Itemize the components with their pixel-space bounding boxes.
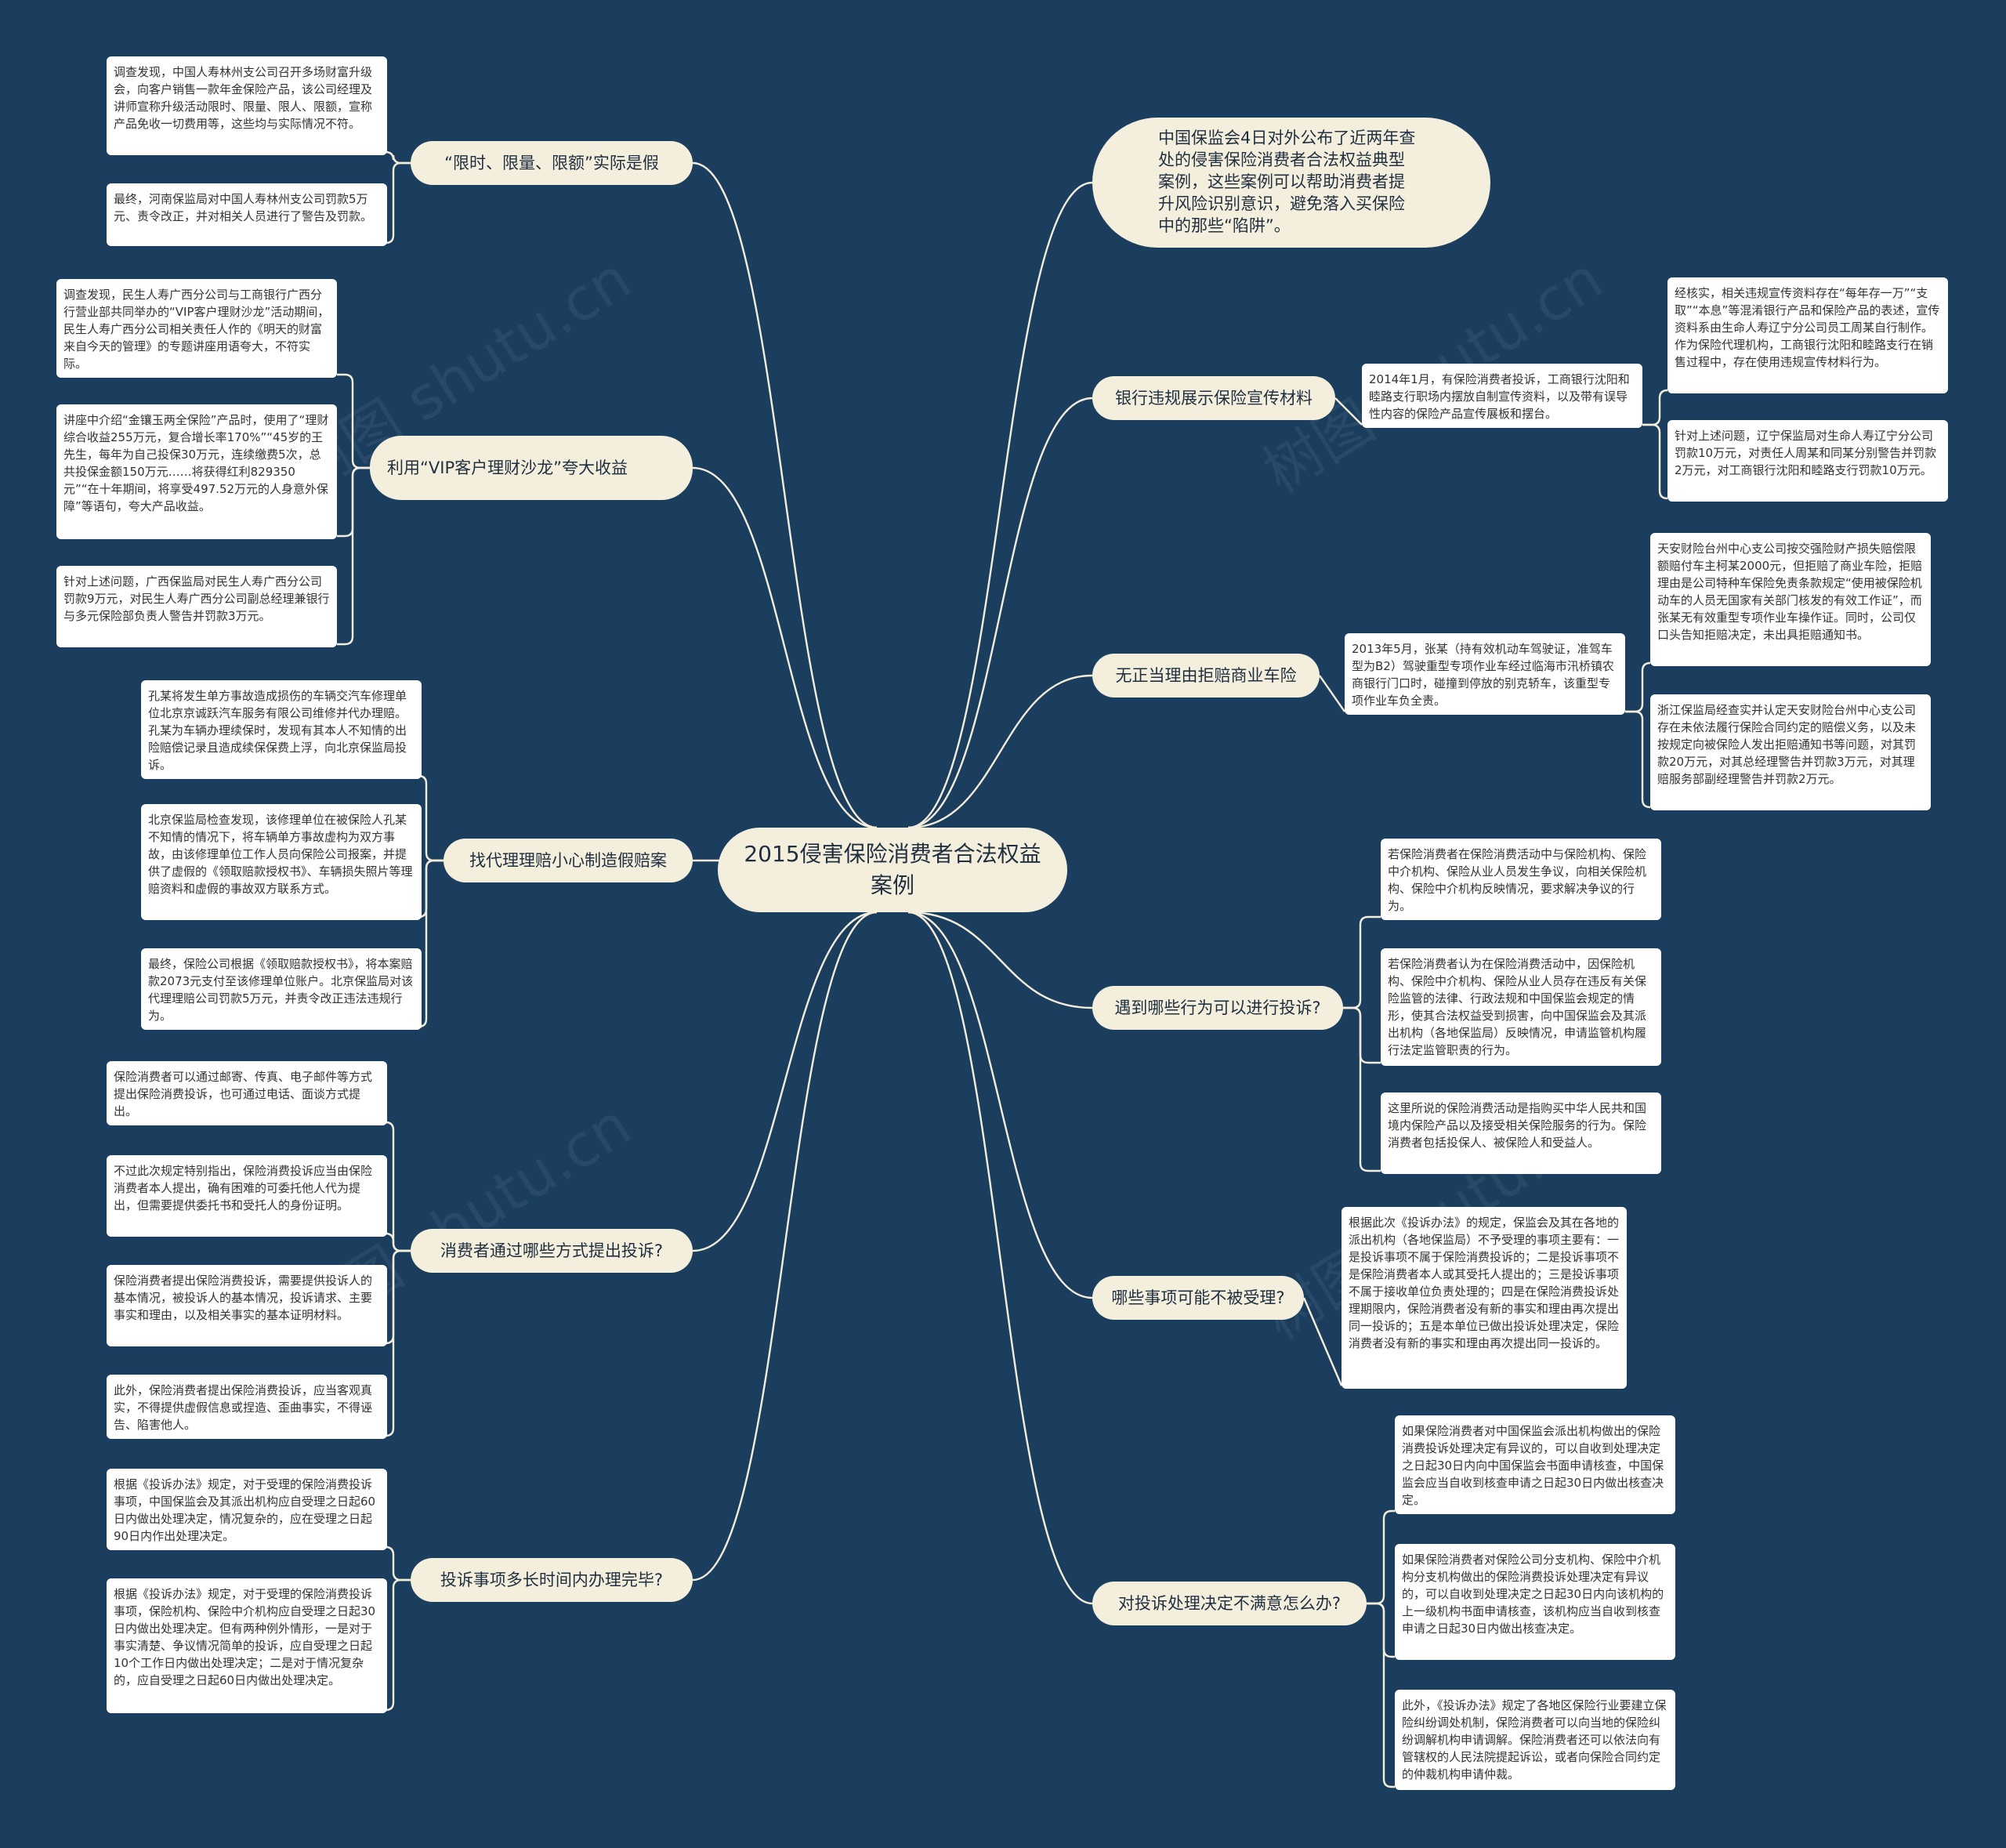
connector-line — [385, 1578, 411, 1712]
connector-line — [1343, 1006, 1381, 1064]
connector-line — [692, 911, 878, 1252]
leaf-vip-salon-1: 调查发现，民生人寿广西分公司与工商银行广西分行营业部共同举办的“VIP客户理财沙… — [56, 279, 337, 378]
leaf-fake-claim-1: 孔某将发生单方事故造成损伤的车辆交汽车修理单位北京京诚跃汽车服务有限公司维修并代… — [141, 680, 422, 779]
leaf-bank-materials-2: 针对上述问题，辽宁保监局对生命人寿辽宁分公司罚款10万元，对责任人周某和同某分别… — [1667, 420, 1948, 502]
leaf-refuse-claim-2: 浙江保监局经查实并认定天安财险台州中心支公司存在未依法履行保险合同约定的赔偿义务… — [1650, 694, 1931, 810]
connector-line — [385, 161, 411, 245]
connector-line — [907, 397, 1093, 829]
connector-line — [1367, 1509, 1395, 1605]
connector-line — [692, 911, 878, 1582]
connector-line — [1642, 389, 1668, 426]
connector-line — [1334, 397, 1363, 426]
connector-line — [418, 859, 444, 1028]
connector-line — [1319, 675, 1345, 712]
connector-line — [1302, 1297, 1343, 1386]
leaf-complaint-methods-4: 此外，保险消费者提出保险消费投诉，应当客观真实，不得提供虚假信息或捏造、歪曲事实… — [107, 1375, 387, 1439]
topic-refuse-claim[interactable]: 无正当理由拒赔商业车险 — [1092, 654, 1320, 698]
leaf-processing-time-2: 根据《投诉办法》规定，对于受理的保险消费投诉事项，保险机构、保险中介机构应自受理… — [107, 1578, 387, 1713]
topic-fake-claim[interactable]: 找代理理赔小心制造假赔案 — [444, 839, 693, 882]
root-node[interactable]: 2015侵害保险消费者合法权益案例 — [718, 828, 1067, 912]
connector-line — [1343, 1006, 1381, 1172]
connector-line — [907, 674, 1093, 829]
leaf-complaint-methods-3: 保险消费者提出保险消费投诉，需要提供投诉人的基本情况，被投诉人的基本情况，投诉请… — [107, 1265, 387, 1346]
connector-line — [418, 859, 444, 919]
connector-line — [337, 466, 370, 646]
mid-not-accepted: 根据此次《投诉办法》的规定，保监会及其在各地的派出机构（各地保监局）不予受理的事… — [1342, 1207, 1627, 1389]
connector-line — [692, 466, 878, 829]
intro-node[interactable]: 中国保监会4日对外公布了近两年查处的侵害保险消费者合法权益典型案例，这些案例可以… — [1092, 118, 1490, 248]
connector-line — [418, 774, 444, 862]
leaf-dissatisfied-1: 如果保险消费者对中国保监会派出机构做出的保险消费投诉处理决定有异议的，可以自收到… — [1395, 1415, 1675, 1514]
connector-line — [907, 911, 1093, 1009]
leaf-limited-offer-2: 最终，河南保监局对中国人寿林州支公司罚款5万元、责令改正，并对相关人员进行了警告… — [107, 183, 387, 246]
connector-line — [1367, 1602, 1395, 1788]
leaf-complaint-behaviors-3: 这里所说的保险消费活动是指购买中华人民共和国境内保险产品以及接受相关保险服务的行… — [1381, 1092, 1661, 1174]
topic-complaint-behaviors[interactable]: 遇到哪些行为可以进行投诉? — [1092, 986, 1343, 1030]
mid-bank-materials: 2014年1月，有保险消费者投诉，工商银行沈阳和睦路支行职场内摆放自制宣传资料，… — [1362, 364, 1642, 428]
leaf-vip-salon-2: 讲座中介绍“金镶玉两全保险”产品时，使用了“理财综合收益255万元，复合增长率1… — [56, 404, 337, 539]
connector-line — [1642, 423, 1668, 500]
connector-line — [692, 161, 878, 829]
leaf-processing-time-1: 根据《投诉办法》规定，对于受理的保险消费投诉事项，中国保监会及其派出机构应自受理… — [107, 1469, 387, 1550]
connector-line — [1367, 1602, 1395, 1658]
leaf-fake-claim-2: 北京保监局检查发现，该修理单位在被保险人孔某不知情的情况下，将车辆单方事故虚构为… — [141, 804, 422, 920]
topic-vip-salon[interactable]: 利用“VIP客户理财沙龙”夸大收益 — [370, 436, 693, 500]
topic-dissatisfied[interactable]: 对投诉处理决定不满意怎么办? — [1092, 1582, 1367, 1625]
leaf-dissatisfied-3: 此外，《投诉办法》规定了各地区保险行业要建立保险纠纷调处机制，保险消费者可以向当… — [1395, 1690, 1675, 1790]
topic-bank-materials[interactable]: 银行违规展示保险宣传材料 — [1092, 376, 1335, 420]
leaf-limited-offer-1: 调查发现，中国人寿林州支公司召开多场财富升级会，向客户销售一款年金保险产品，该公… — [107, 56, 387, 155]
connector-line — [385, 1545, 411, 1582]
leaf-complaint-methods-1: 保险消费者可以通过邮寄、传真、电子邮件等方式提出保险消费投诉，也可通过电话、面谈… — [107, 1061, 387, 1125]
leaf-complaint-behaviors-2: 若保险消费者认为在保险消费活动中，因保险机构、保险中介机构、保险从业人员存在违反… — [1381, 948, 1661, 1066]
connector-line — [1625, 661, 1651, 713]
topic-limited-offer[interactable]: “限时、限量、限额”实际是假 — [411, 141, 693, 185]
leaf-bank-materials-1: 经核实，相关违规宣传资料存在“每年存一万”“支取”“本息”等混淆银行产品和保险产… — [1667, 277, 1948, 393]
leaf-dissatisfied-2: 如果保险消费者对保险公司分支机构、保险中介机构分支机构做出的保险消费投诉处理决定… — [1395, 1544, 1675, 1660]
topic-complaint-methods[interactable]: 消费者通过哪些方式提出投诉? — [411, 1229, 693, 1273]
connector-line — [1343, 915, 1381, 1009]
connector-line — [907, 911, 1093, 1299]
connector-line — [385, 150, 411, 165]
leaf-complaint-methods-2: 不过此次规定特别指出，保险消费投诉应当由保险消费者本人提出，确有困难的可委托他人… — [107, 1155, 387, 1237]
connector-line — [1625, 710, 1651, 809]
mid-refuse-claim: 2013年5月，张某（持有效机动车驾驶证，准驾车型为B2）驾驶重型专项作业车经过… — [1345, 633, 1625, 715]
connector-line — [907, 181, 1093, 829]
leaf-complaint-behaviors-1: 若保险消费者在保险消费活动中与保险机构、保险中介机构、保险从业人员发生争议，向相… — [1381, 839, 1661, 920]
topic-not-accepted[interactable]: 哪些事项可能不被受理? — [1092, 1276, 1304, 1320]
topic-processing-time[interactable]: 投诉事项多长时间内办理完毕? — [411, 1558, 693, 1602]
leaf-vip-salon-3: 针对上述问题，广西保监局对民生人寿广西分公司罚款9万元，对民生人寿广西分公司副总… — [56, 566, 337, 647]
connector-line — [385, 1249, 411, 1437]
leaf-fake-claim-3: 最终，保险公司根据《领取赔款授权书》，将本案赔款2073元支付至该修理单位账户。… — [141, 948, 422, 1030]
connector-line — [907, 911, 1093, 1605]
leaf-refuse-claim-1: 天安财险台州中心支公司按交强险财产损失赔偿限额赔付车主柯某2000元，但拒赔了商… — [1650, 533, 1931, 666]
